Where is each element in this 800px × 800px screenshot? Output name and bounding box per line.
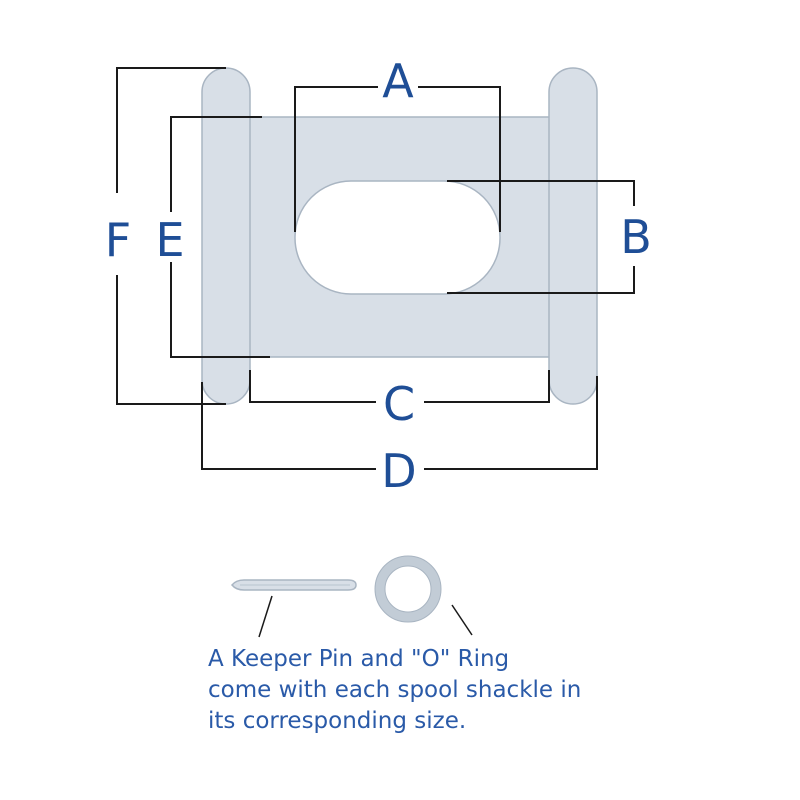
shackle-right-bar: [548, 67, 598, 405]
dimension-a-line-left: [294, 86, 378, 232]
dimension-e-line-top: [170, 116, 262, 212]
dimension-label-d: D: [381, 444, 416, 498]
spool-shackle-drawing: [201, 67, 598, 405]
dimension-d-line-left: [201, 382, 376, 470]
shackle-slot: [294, 180, 501, 295]
dimension-label-f: F: [105, 213, 131, 267]
caption-line-1: A Keeper Pin and "O" Ring: [208, 646, 509, 672]
dimension-e-line-bottom: [170, 262, 270, 358]
o-ring-outline-outer: [374, 555, 442, 623]
dimension-f-line-top: [116, 67, 226, 193]
dimension-f-line-bottom: [116, 275, 226, 405]
dimension-label-c: C: [383, 377, 415, 431]
dimension-c-line-right: [424, 370, 550, 403]
caption: A Keeper Pin and "O" Ring come with each…: [208, 646, 581, 734]
dimension-b-line-top: [447, 180, 635, 206]
keeper-pin-leader-line: [258, 595, 273, 638]
dimension-labels: A B C D E F: [105, 54, 652, 498]
dimension-lines: [116, 67, 635, 470]
dimension-label-a: A: [382, 54, 414, 108]
dimension-b-line-bottom: [447, 266, 635, 294]
o-ring-outline-inner: [384, 565, 432, 613]
dimension-label-e: E: [155, 213, 184, 267]
dimension-label-b: B: [620, 210, 652, 264]
dimension-d-line-right: [424, 376, 598, 470]
accessories: [231, 555, 473, 638]
o-ring-leader-line: [451, 604, 473, 636]
shackle-left-bar: [201, 67, 251, 405]
o-ring-icon: [375, 556, 441, 622]
dimension-c-line-left: [249, 370, 376, 403]
caption-line-2: come with each spool shackle in: [208, 677, 581, 703]
caption-line-3: its corresponding size.: [208, 708, 466, 734]
dimension-a-line-right: [418, 86, 501, 232]
